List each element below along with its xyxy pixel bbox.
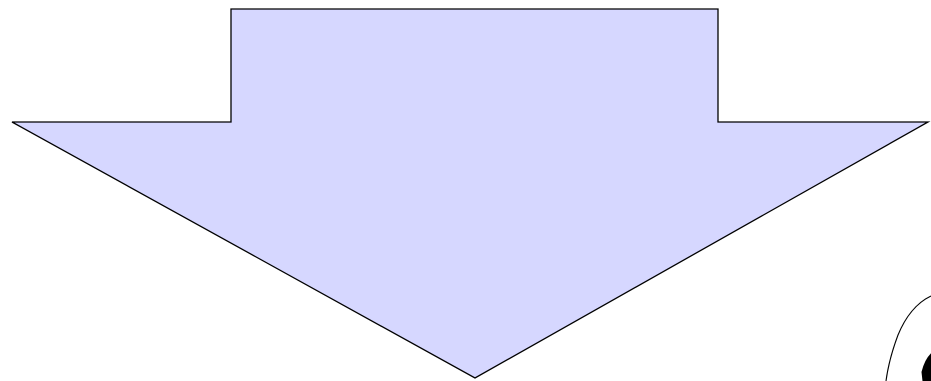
down-arrow-shape bbox=[12, 9, 928, 378]
corner-curved-shape-inner bbox=[922, 354, 931, 381]
